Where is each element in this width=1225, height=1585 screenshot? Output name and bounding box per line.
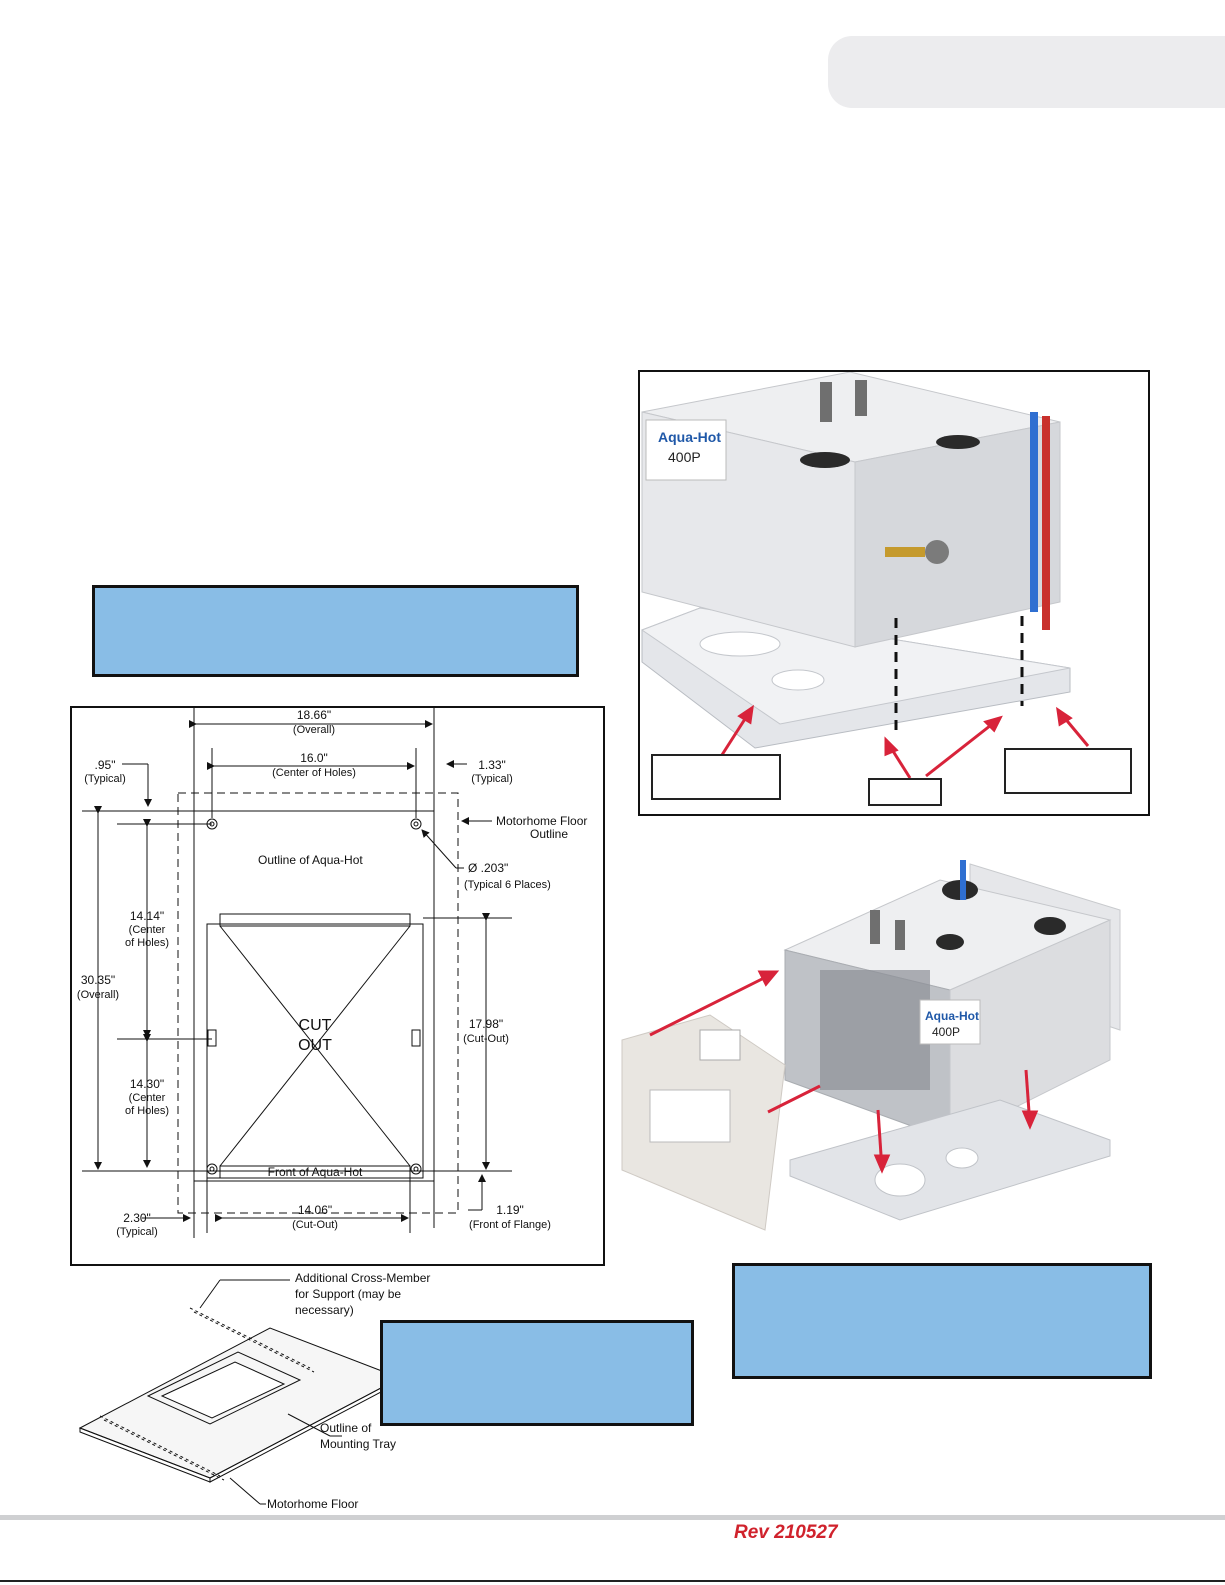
dimension-drawing-svg: 18.66" (Overall) 16.0" (Center of Holes)… [77, 708, 587, 1238]
heater-tray-illustration: Aqua-Hot 400P [640, 371, 1090, 779]
dim-front-flange: 1.19" [496, 1203, 524, 1217]
dim-center-holes-width: 16.0" [300, 751, 328, 765]
dim-overall-width: 18.66" [297, 708, 331, 722]
outline-aquahot-label: Outline of Aqua-Hot [258, 853, 363, 867]
dim-left-margin-note: (Typical) [84, 773, 126, 785]
exploded-heater-photo: Aqua-Hot 400P [621, 860, 1121, 1231]
dim-upper-holes: 14.14" [130, 909, 164, 923]
dim-overall-width-note: (Overall) [293, 724, 335, 736]
dim-upper-holes-note-1: (Center [129, 924, 166, 936]
dim-cutout-height: 17.98" [469, 1017, 503, 1031]
dim-cutout-width: 14.06" [298, 1203, 332, 1217]
dim-cutout-width-note: (Cut-Out) [292, 1219, 338, 1231]
photo-label-box-right [1004, 748, 1132, 794]
hole-diameter: Ø .203" [468, 861, 508, 875]
floor-label: Motorhome Floor [267, 1497, 358, 1510]
cut-out-label-1: CUT [299, 1017, 332, 1034]
photo-label-box-center [868, 778, 942, 806]
dim-upper-holes-note-2: of Holes) [125, 937, 169, 949]
photo-label-box-left [651, 754, 781, 800]
revision-label: Rev 210527 [734, 1522, 838, 1543]
photo-model-top: 400P [668, 449, 701, 465]
callout-box-bottom-center [380, 1320, 694, 1426]
dim-overall-height-note: (Overall) [77, 989, 119, 1001]
cross-member-label-1: Additional Cross-Member [295, 1271, 430, 1285]
dim-cutout-height-note: (Cut-Out) [463, 1033, 509, 1045]
isometric-floor-sketch: Additional Cross-Member for Support (may… [78, 1271, 430, 1510]
tray-outline-label-1: Outline of [320, 1421, 372, 1435]
flange-front [219, 1165, 411, 1179]
callout-box-bottom-right [732, 1263, 1152, 1379]
dim-lower-holes: 14.30" [130, 1077, 164, 1091]
photo-brand-top: Aqua-Hot [658, 429, 721, 445]
dim-right-margin-note: (Typical) [471, 773, 513, 785]
mounting-dimension-drawing: 18.66" (Overall) 16.0" (Center of Holes)… [70, 706, 605, 1266]
motorhome-floor-outline: Motorhome Floor [496, 814, 587, 828]
dim-overall-height: 30.35" [81, 973, 115, 987]
front-of-aquahot-label: Front of Aqua-Hot [268, 1165, 363, 1179]
dim-right-margin: 1.33" [478, 758, 506, 772]
dim-lower-holes-note-1: (Center [129, 1092, 166, 1104]
photo-model-exploded: 400P [932, 1025, 960, 1039]
callout-box-top-left [92, 585, 579, 677]
dim-center-holes-width-note: (Center of Holes) [272, 767, 356, 779]
header-tab [828, 36, 1225, 108]
floor-outline-dashed [177, 792, 459, 1214]
dim-lower-holes-note-2: of Holes) [125, 1105, 169, 1117]
footer-rule [0, 1515, 1225, 1520]
hole-diameter-note: (Typical 6 Places) [464, 879, 551, 891]
dim-bottom-left-note: (Typical) [116, 1226, 158, 1238]
tray-outline-label-2: Mounting Tray [320, 1437, 396, 1451]
flange-top [219, 913, 411, 927]
cross-member-label-2: for Support (may be [295, 1287, 401, 1301]
cross-member-label-3: necessary) [295, 1303, 354, 1317]
cut-out-label-2: OUT [298, 1037, 332, 1054]
dim-front-flange-note: (Front of Flange) [469, 1219, 551, 1231]
dim-left-margin: .95" [95, 758, 116, 772]
product-photo-top: Aqua-Hot 400P [638, 370, 1150, 816]
motorhome-floor-outline-2: Outline [530, 827, 568, 841]
footer-bottom-line [0, 1580, 1225, 1582]
photo-brand-exploded: Aqua-Hot [925, 1009, 979, 1023]
dim-bottom-left: 2.30" [123, 1211, 151, 1225]
